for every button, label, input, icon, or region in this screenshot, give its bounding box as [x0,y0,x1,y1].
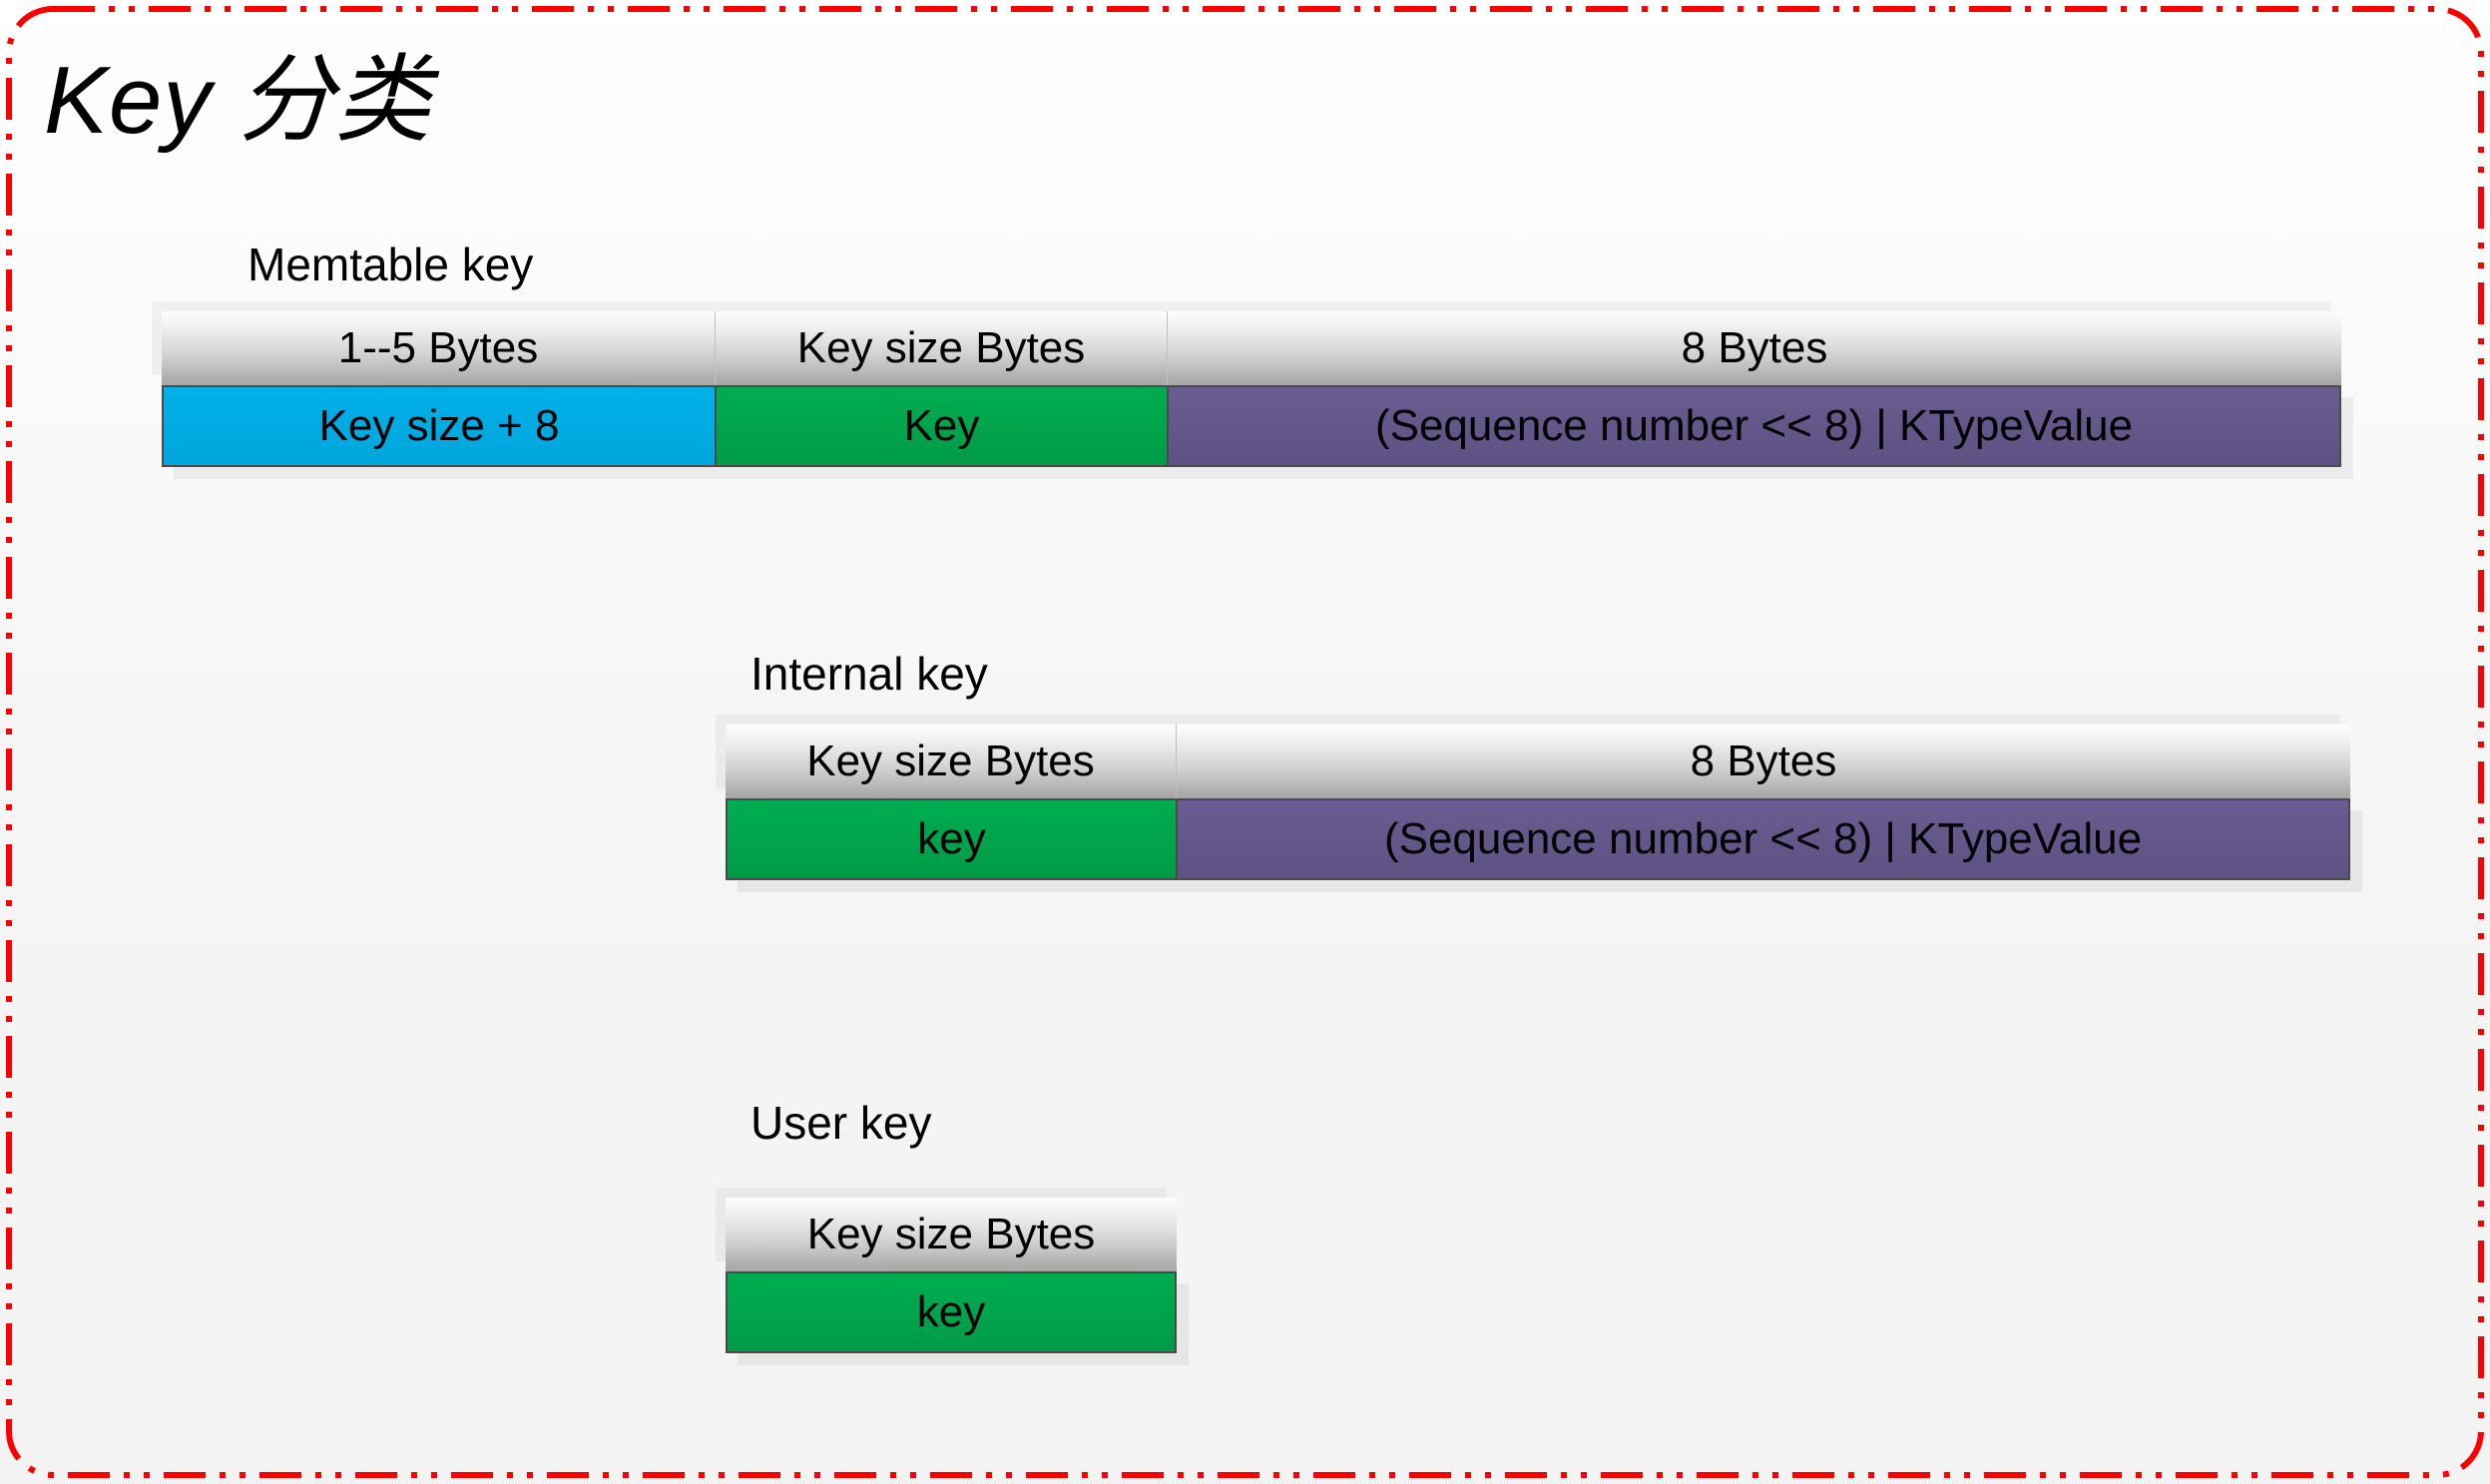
value-cell-key-size-plus-8: Key size + 8 [162,385,716,467]
header-cell-bytes-range: 1--5 Bytes [162,311,716,385]
value-cell-key: Key [716,385,1168,467]
caption-internal-key: Internal key [750,648,988,700]
header-cell-key-size-bytes: Key size Bytes [726,725,1177,798]
table-memtable-key: 1--5 Bytes Key size Bytes 8 Bytes Key si… [162,311,2341,467]
caption-memtable-key: Memtable key [248,239,534,290]
table-memtable-key-header-row: 1--5 Bytes Key size Bytes 8 Bytes [162,311,2341,385]
header-cell-key-size-bytes: Key size Bytes [716,311,1168,385]
header-cell-8-bytes: 8 Bytes [1177,725,2350,798]
table-memtable-key-value-row: Key size + 8 Key (Sequence number << 8) … [162,385,2341,467]
table-user-key: Key size Bytes key [726,1198,1177,1353]
table-user-key-value-row: key [726,1271,1177,1353]
table-internal-key-value-row: key (Sequence number << 8) | KTypeValue [726,798,2350,880]
page-title-cjk: 分类 [238,44,432,156]
value-cell-key: key [726,798,1177,880]
table-user-key-header-row: Key size Bytes [726,1198,1177,1271]
caption-user-key: User key [750,1097,932,1149]
header-cell-key-size-bytes: Key size Bytes [726,1198,1177,1271]
value-cell-sequence-number: (Sequence number << 8) | KTypeValue [1177,798,2350,880]
value-cell-key: key [726,1271,1177,1353]
table-internal-key-header-row: Key size Bytes 8 Bytes [726,725,2350,798]
table-internal-key: Key size Bytes 8 Bytes key (Sequence num… [726,725,2350,880]
page-title-latin: Key [44,47,213,154]
value-cell-sequence-number: (Sequence number << 8) | KTypeValue [1168,385,2341,467]
header-cell-8-bytes: 8 Bytes [1168,311,2341,385]
